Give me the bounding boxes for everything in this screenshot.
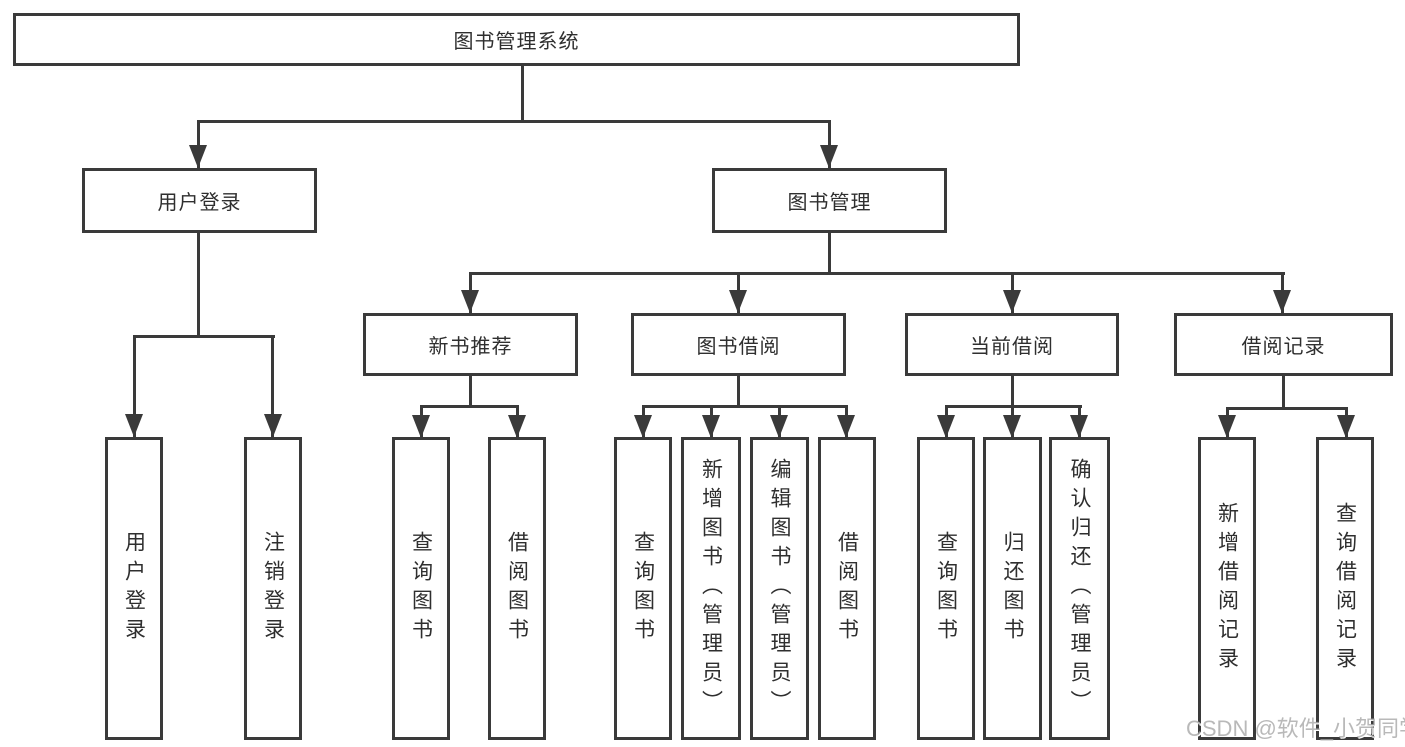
leaf-user-login: 用户登录 [105,437,163,740]
leaf-query-borrow-record: 查询借阅记录 [1316,437,1374,740]
connector-root-stem [521,66,524,120]
leaf-add-books-admin-label: 新增图书（管理员） [699,458,723,719]
arrow-down-icon [264,414,282,437]
arrow-down-icon [1070,415,1088,438]
connector-to-book-management [828,120,831,168]
leaf-return-books: 归还图书 [983,437,1042,740]
leaf-add-books-admin: 新增图书（管理员） [681,437,741,740]
leaf-query-books-borrowing: 查询图书 [614,437,672,740]
node-library-system-label: 图书管理系统 [453,31,580,53]
arrow-down-icon [770,415,788,438]
node-new-book-recommendation: 新书推荐 [363,313,578,376]
connector-to-leaf-logout [271,335,274,437]
connector-user-login-bus [133,335,275,338]
arrow-down-icon [1337,415,1355,438]
arrow-down-icon [412,415,430,438]
arrow-down-icon [729,290,747,313]
node-user-login-label: 用户登录 [157,192,242,214]
node-current-borrowing: 当前借阅 [905,313,1119,376]
arrow-down-icon [189,145,207,168]
connector-book-borrowing-stem [737,376,740,408]
arrow-down-icon [461,290,479,313]
node-book-management-label: 图书管理 [787,192,872,214]
csdn-watermark: CSDN @软件_小贺同学 [1186,716,1405,741]
node-current-borrowing-label: 当前借阅 [970,336,1054,358]
arrow-down-icon [937,415,955,438]
leaf-query-books-current: 查询图书 [917,437,975,740]
connector-book-management-bus [469,272,1285,275]
leaf-confirm-return-admin-label: 确认归还（管理员） [1068,458,1092,719]
node-borrowing-records-label: 借阅记录 [1241,336,1326,358]
leaf-add-borrow-record-label: 新增借阅记录 [1215,501,1239,676]
connector-root-bus [197,120,831,123]
connector-new-book-stem [469,376,472,408]
connector-user-login-stem [197,233,200,338]
leaf-return-books-label: 归还图书 [1001,530,1025,647]
leaf-borrow-books-borrowing-label: 借阅图书 [835,530,859,647]
leaf-user-login-label: 用户登录 [122,530,146,647]
node-library-system: 图书管理系统 [13,13,1020,66]
arrow-down-icon [1218,415,1236,438]
leaf-edit-books-admin-label: 编辑图书（管理员） [768,458,792,719]
leaf-logout: 注销登录 [244,437,302,740]
node-book-borrowing-label: 图书借阅 [696,336,781,358]
connector-to-user-login [197,120,200,168]
leaf-borrow-books-recommend: 借阅图书 [488,437,546,740]
node-book-management: 图书管理 [712,168,947,233]
arrow-down-icon [1273,290,1291,313]
connector-to-leaf-user-login [133,335,136,437]
leaf-query-books-borrowing-label: 查询图书 [631,530,655,647]
connector-new-book-bus [420,405,519,408]
connector-borrowing-records-stem [1282,376,1285,410]
leaf-query-books-recommend: 查询图书 [392,437,450,740]
arrow-down-icon [125,414,143,437]
leaf-edit-books-admin: 编辑图书（管理员） [750,437,809,740]
leaf-query-books-recommend-label: 查询图书 [409,530,433,647]
arrow-down-icon [820,145,838,168]
node-book-borrowing: 图书借阅 [631,313,846,376]
leaf-confirm-return-admin: 确认归还（管理员） [1049,437,1110,740]
leaf-borrow-books-borrowing: 借阅图书 [818,437,876,740]
connector-borrowing-records-bus [1226,407,1348,410]
node-borrowing-records: 借阅记录 [1174,313,1393,376]
arrow-down-icon [634,415,652,438]
connector-current-borrowing-stem [1011,376,1014,408]
leaf-borrow-books-recommend-label: 借阅图书 [505,530,529,647]
connector-book-borrowing-bus [642,405,848,408]
arrow-down-icon [702,415,720,438]
node-user-login: 用户登录 [82,168,317,233]
arrow-down-icon [1003,290,1021,313]
arrow-down-icon [1003,415,1021,438]
leaf-query-books-current-label: 查询图书 [934,530,958,647]
leaf-add-borrow-record: 新增借阅记录 [1198,437,1256,740]
node-new-book-recommendation-label: 新书推荐 [428,336,513,358]
leaf-logout-label: 注销登录 [261,530,285,647]
connector-book-management-stem [828,233,831,275]
leaf-query-borrow-record-label: 查询借阅记录 [1333,501,1357,676]
arrow-down-icon [508,415,526,438]
arrow-down-icon [837,415,855,438]
